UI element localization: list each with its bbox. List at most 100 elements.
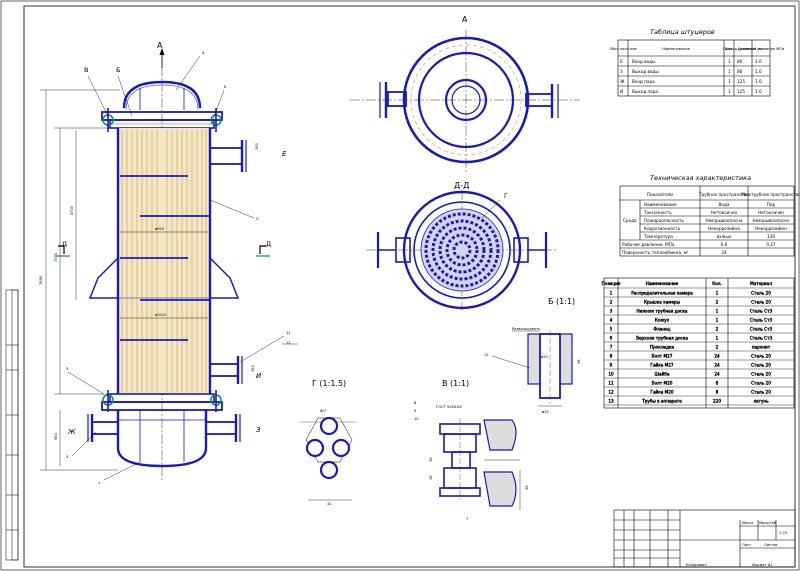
nozzle-table-cell: 1.0 [755, 59, 762, 64]
parts-table-cell: Болт М20 [652, 381, 673, 386]
parts-table-cell: Сталь Ст3 [750, 336, 773, 341]
tech-table-cell: Поверхность теплообмена, м² [622, 250, 689, 255]
label-nozzle-zh: Ж [67, 428, 76, 436]
parts-table-cell: Гайка М27 [650, 363, 674, 368]
dim-b1: ø20 [541, 355, 548, 359]
parts-table-cell: 11 [608, 381, 614, 386]
title-view-a: А [462, 15, 468, 24]
dim-shell-diameter: ø920 [155, 227, 165, 231]
label-arrow-a: А [157, 41, 163, 50]
dim-low-diameter: ø1012 [155, 313, 166, 317]
parts-table-cell: Сталь 20 [751, 372, 771, 377]
view-arrow-a [159, 48, 165, 55]
nozzle-table-cell: Вход пара [632, 79, 655, 84]
tech-table-header: Межтрубное пространство [741, 192, 800, 197]
parts-table-cell: Прокладка [650, 345, 675, 350]
nozzle-table-header: Наименование [662, 47, 691, 51]
nozzle-table-header: Кол. [725, 47, 733, 51]
nozzle-z [205, 414, 241, 442]
callout-11: 11 [286, 331, 291, 335]
tech-table-cell: 0.6 [721, 242, 728, 247]
label-nozzle-i: И [256, 372, 262, 380]
label-section-d-right: Д [266, 240, 271, 248]
top-dome [122, 80, 202, 109]
parts-table-cell: 1 [716, 336, 719, 341]
label-gost: ГОСТ 5264-80 [436, 405, 463, 409]
parts-table-cell: Крышка камеры [644, 300, 680, 305]
title-scale-value: 1:20 [779, 531, 788, 535]
tech-table-cell: Рабочее давление, МПа [622, 242, 675, 247]
nozzle-zh [87, 414, 119, 442]
nozzle-table-cell: 1.0 [755, 79, 762, 84]
top-view-flange-circle [402, 36, 530, 164]
tech-table-cell: Коррозионность [644, 226, 681, 231]
parts-table-cell: Сталь 20 [751, 354, 771, 359]
parts-table-cell: Сталь 20 [751, 363, 771, 368]
parts-table-cell: 24 [714, 372, 720, 377]
dim-v3: 36 [525, 485, 529, 490]
dim-v2: 16 [429, 475, 433, 480]
dim-nozzle-i: 150 [251, 364, 255, 372]
tech-table-cell: Вода [719, 202, 730, 207]
parts-table-header: Кол. [712, 281, 722, 286]
nozzle-table-cell: З [620, 69, 623, 74]
tech-table-cell: Температура [643, 234, 673, 239]
nozzle-i [209, 356, 243, 384]
tech-table-cell: 24 [721, 250, 727, 255]
vertical-dimensions [40, 89, 120, 471]
tech-table-cell: Невзрывоопасна [706, 218, 743, 223]
nozzle-table-cell: 125 [737, 79, 745, 84]
nozzle-table-cell: Выход пара [632, 89, 658, 94]
parts-table-cell: Кожух [655, 318, 670, 323]
callout-leaders [67, 55, 298, 481]
title-detail-b: Б (1:1) [548, 297, 575, 306]
tube-bundle [121, 130, 207, 392]
sheet-inner-frame [23, 5, 796, 568]
label-section-d-left: Д [62, 240, 67, 248]
detail-v-bolt [439, 418, 481, 500]
dim-v1: 16 [429, 457, 433, 462]
parts-table-cell: 1 [716, 318, 719, 323]
nozzle-table-header: Обоз-наче-ние [609, 47, 637, 51]
top-view-center-nozzle [444, 78, 488, 122]
parts-table-cell: Верхняя трубная доска [636, 336, 688, 341]
tech-table-cell: Некоррозийна [708, 226, 740, 231]
parts-table-cell: Сталь 20 [751, 381, 771, 386]
nozzle-table-cell: Выход воды [632, 69, 659, 74]
parts-table-cell: Сталь 20 [751, 300, 771, 305]
nozzle-table-cell: 1.0 [755, 89, 762, 94]
callout-12: 12 [286, 341, 291, 345]
callout-v: В [84, 66, 88, 74]
baffles [120, 175, 210, 341]
parts-table-cell: 8 [610, 354, 613, 359]
parts-table-cell: Нижняя трубная доска [637, 309, 688, 314]
parts-table-cell: Сталь 20 [751, 291, 771, 296]
title-section-dd: Д-Д [454, 181, 469, 190]
dim-b2: 38 [577, 359, 581, 364]
parts-table-cell: 5 [610, 327, 613, 332]
dim-lower-height: 950 [54, 432, 58, 440]
dim-total-height: 7890 [39, 275, 43, 285]
bottom-flange [101, 401, 223, 411]
parts-table-cell: 3 [610, 309, 613, 314]
tech-table-cell: Пар [767, 202, 776, 207]
nozzle-table-header: Давление условное МПа [738, 47, 784, 51]
parts-table-cell: 220 [713, 399, 721, 404]
dim-b3: ø20 [542, 410, 549, 414]
left-support-lug [88, 257, 119, 299]
tech-table-cell: Нетоксична [711, 210, 737, 215]
nozzle-table-cell: 1 [728, 89, 731, 94]
parts-table-header: Материал [750, 281, 772, 286]
parts-table-cell: Сталь Ст3 [750, 309, 773, 314]
tech-table-cell: Наименование [644, 202, 677, 207]
left-margin-strip [5, 289, 19, 561]
nozzle-table-cell: 1 [728, 69, 731, 74]
nozzle-table-cell: 1 [728, 59, 731, 64]
tech-table-cell: Невзрывоопасен [753, 218, 790, 223]
title-sheets-label: Листов [764, 543, 777, 547]
parts-table-cell: Сталь Ст3 [750, 318, 773, 323]
parts-table-cell: Распределительная камера [631, 291, 693, 296]
dim-angle: 60° [320, 409, 327, 413]
